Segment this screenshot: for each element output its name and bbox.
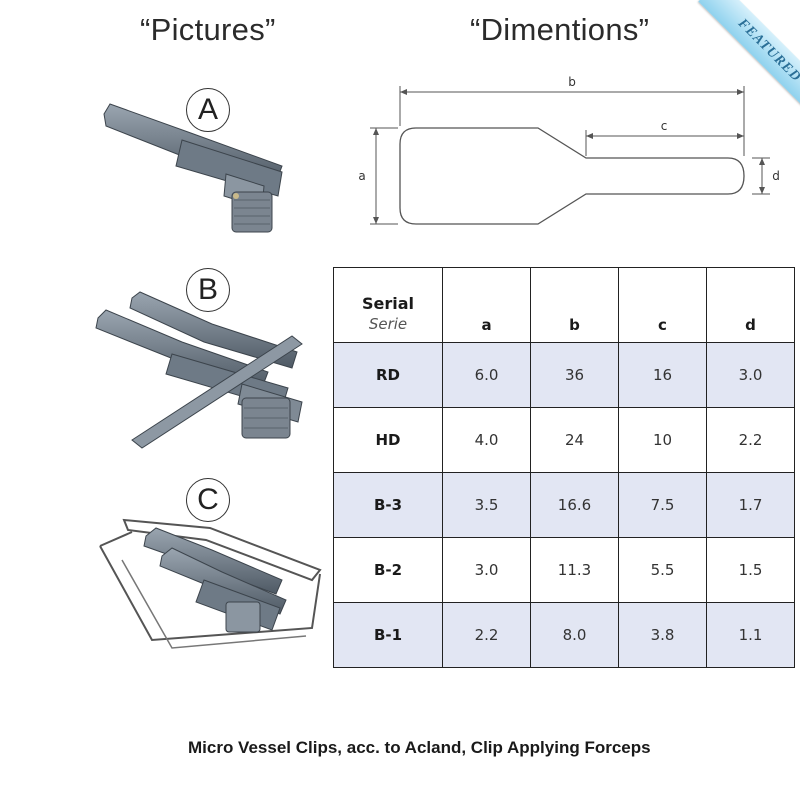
clip-b-image [95,291,303,449]
picture-label-c: C [186,478,230,522]
clip-outline [399,127,745,225]
dim-label-d: d [772,169,780,183]
cell-c: 10 [618,407,707,473]
cell-c: 3.8 [618,602,707,668]
clip-a-image [103,103,283,233]
cell-d: 3.0 [706,342,795,408]
picture-label-b: B [186,268,230,312]
cell-d: 2.2 [706,407,795,473]
table-row: B-3 3.5 16.6 7.5 1.7 [333,472,795,538]
clip-c-image [99,518,322,649]
cell-b: 16.6 [530,472,619,538]
cell-a: 6.0 [442,342,531,408]
product-caption: Micro Vessel Clips, acc. to Acland, Clip… [188,738,651,757]
cell-c: 7.5 [618,472,707,538]
cell-b: 8.0 [530,602,619,668]
table-row: B-1 2.2 8.0 3.8 1.1 [333,602,795,668]
cell-b: 24 [530,407,619,473]
header-col-a: a [442,267,531,343]
header-col-c: c [618,267,707,343]
cell-c: 5.5 [618,537,707,603]
row-serial: B-2 [333,537,443,603]
dim-label-c: c [661,119,668,133]
dim-label-a: a [358,169,365,183]
row-serial: RD [333,342,443,408]
cell-d: 1.7 [706,472,795,538]
header-col-d: d [706,267,795,343]
picture-label-a: A [186,88,230,132]
dimensions-table: Serial Serie a b c d RD 6.0 36 16 3.0 HD… [333,267,795,668]
table-header-row: Serial Serie a b c d [333,267,795,343]
row-serial: B-3 [333,472,443,538]
header-col-b: b [530,267,619,343]
dimension-diagram: b c a d [358,75,780,225]
header-serial-label: Serial [361,294,415,313]
cell-a: 3.5 [442,472,531,538]
table-row: B-2 3.0 11.3 5.5 1.5 [333,537,795,603]
cell-d: 1.1 [706,602,795,668]
header-serie-label: Serie [368,315,408,333]
table-row: RD 6.0 36 16 3.0 [333,342,795,408]
dim-label-b: b [568,75,576,89]
cell-d: 1.5 [706,537,795,603]
cell-c: 16 [618,342,707,408]
row-serial: B-1 [333,602,443,668]
cell-a: 2.2 [442,602,531,668]
row-serial: HD [333,407,443,473]
cell-b: 36 [530,342,619,408]
cell-a: 4.0 [442,407,531,473]
pictures-heading: “Pictures” [140,12,276,47]
dimensions-heading: “Dimentions” [470,12,650,47]
header-serial: Serial Serie [333,267,443,343]
table-row: HD 4.0 24 10 2.2 [333,407,795,473]
cell-b: 11.3 [530,537,619,603]
cell-a: 3.0 [442,537,531,603]
